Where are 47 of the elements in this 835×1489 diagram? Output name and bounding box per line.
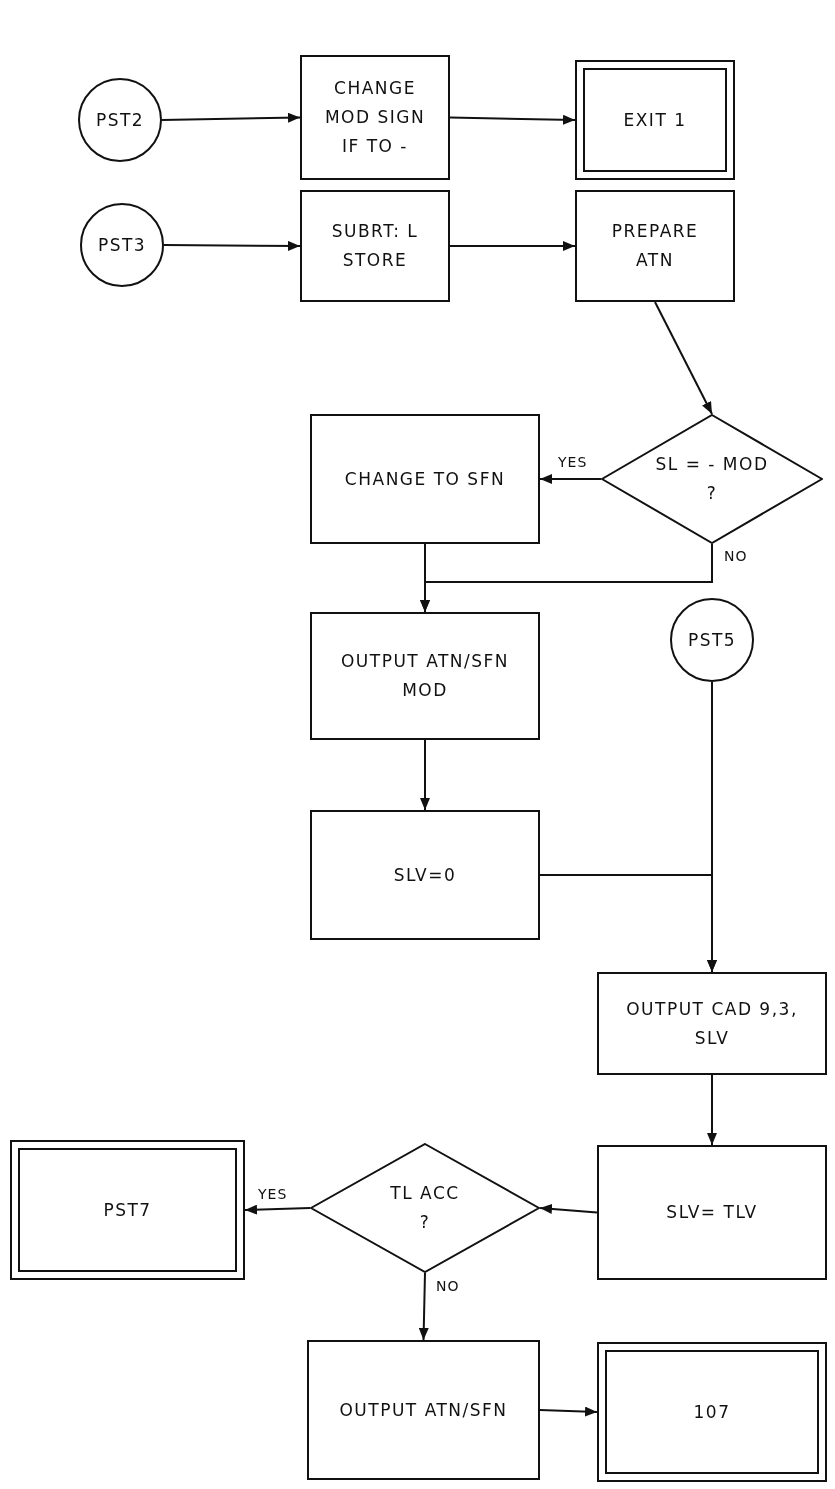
node-label: OUTPUT CAD 9,3, SLV — [625, 997, 799, 1050]
process-box — [575, 190, 735, 302]
arrow — [539, 1406, 598, 1417]
process-box — [307, 1340, 540, 1480]
arrow — [449, 114, 576, 125]
arrow — [163, 240, 301, 251]
node-label: 107 — [693, 1400, 731, 1424]
decision-diamond — [310, 1143, 540, 1273]
arrow — [707, 1074, 717, 1146]
process-box — [310, 612, 540, 740]
arrow — [244, 1204, 311, 1215]
process-box — [300, 55, 450, 180]
node-label: SLV=0 — [393, 863, 457, 887]
terminal-box — [575, 60, 735, 180]
node-label: PST7 — [103, 1198, 152, 1222]
arrow — [539, 474, 602, 484]
node-label: ? — [706, 482, 718, 505]
arrow — [654, 301, 713, 415]
node-label: PREPARE ATN — [610, 220, 700, 272]
node-label: ? — [419, 1211, 431, 1234]
arrow — [420, 739, 430, 811]
process-box — [300, 190, 450, 302]
process-box — [597, 972, 827, 1075]
process-box — [597, 1145, 827, 1280]
node-label: CHANGE MOD SIGN IF TO - — [323, 77, 427, 158]
node-label: SL = - MOD — [655, 453, 769, 477]
node-label: CHANGE TO SFN — [344, 467, 506, 491]
arrow — [707, 681, 717, 973]
node-label: OUTPUT ATN/SFN — [339, 1398, 508, 1422]
arrow — [449, 241, 576, 251]
arrow — [539, 1203, 598, 1214]
arrow — [418, 1272, 429, 1341]
node-label: PST5 — [687, 628, 737, 652]
node-label: TL ACC — [390, 1182, 460, 1206]
arrow — [161, 112, 301, 123]
node-label: OUTPUT ATN/SFN MOD — [339, 650, 511, 702]
process-box — [310, 414, 540, 544]
arrow — [420, 543, 430, 613]
terminal-box — [597, 1342, 827, 1482]
decision-diamond — [601, 414, 823, 544]
process-box — [310, 810, 540, 940]
node-label: PST2 — [95, 108, 145, 132]
node-label: SLV= TLV — [666, 1201, 758, 1225]
node-label: EXIT 1 — [623, 108, 687, 132]
terminal-box — [10, 1140, 245, 1280]
node-label: SUBRT: L STORE — [330, 220, 420, 272]
node-label: PST3 — [97, 233, 147, 257]
